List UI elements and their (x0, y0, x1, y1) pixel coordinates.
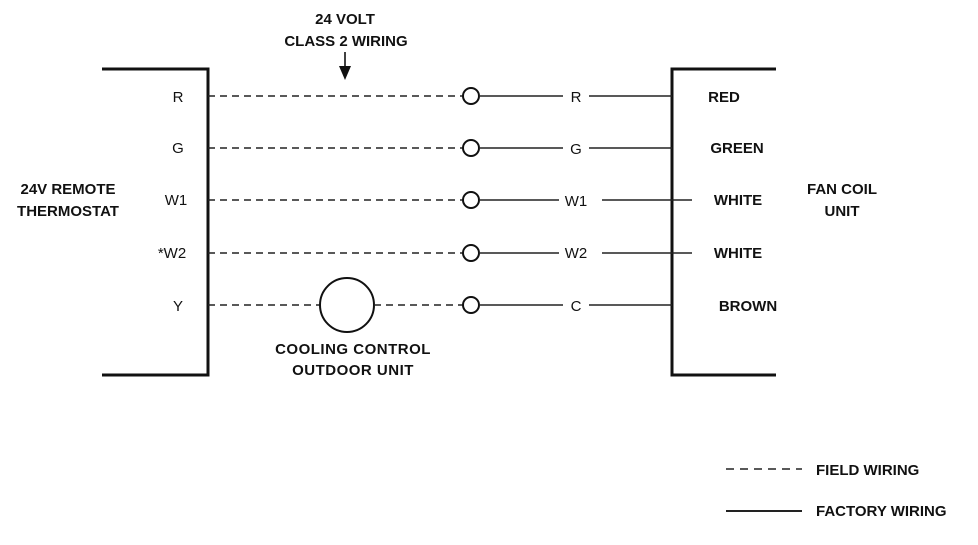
fan-coil-terminal-g: G (570, 141, 582, 158)
thermostat-bracket (102, 67, 210, 377)
thermostat-label-line2: THERMOSTAT (17, 203, 119, 220)
class2-label-line2: CLASS 2 WIRING (284, 33, 407, 50)
fan-coil-terminal-r: R (571, 89, 582, 106)
thermostat-terminal-w2: *W2 (158, 245, 186, 262)
fan-coil-terminal-w2: W2 (565, 245, 588, 262)
terminal-circle-g (462, 139, 480, 157)
thermostat-terminal-g: G (172, 140, 184, 157)
terminal-circle-w2 (462, 244, 480, 262)
fan-coil-label-line1: FAN COIL (807, 181, 877, 198)
terminal-circle-c (462, 296, 480, 314)
thermostat-terminal-y: Y (173, 298, 183, 315)
wire-color-brown: BROWN (719, 298, 777, 315)
fan-coil-label-line2: UNIT (825, 203, 860, 220)
legend-field-wiring: FIELD WIRING (816, 462, 919, 479)
wire-color-white-1: WHITE (714, 192, 762, 209)
wire-color-red: RED (708, 89, 740, 106)
thermostat-terminal-w1: W1 (165, 192, 188, 209)
fan-coil-terminal-c: C (571, 298, 582, 315)
fan-coil-terminal-w1: W1 (565, 193, 588, 210)
cooling-control-circle (319, 277, 375, 333)
legend-factory-wiring: FACTORY WIRING (816, 503, 947, 520)
class2-label-line1: 24 VOLT (315, 11, 375, 28)
terminal-circle-w1 (462, 191, 480, 209)
thermostat-label-line1: 24V REMOTE (20, 181, 115, 198)
legend: FIELD WIRING FACTORY WIRING (726, 462, 947, 520)
wire-color-white-2: WHITE (714, 245, 762, 262)
fan-coil-bracket (670, 67, 776, 377)
cooling-control-label-line1: COOLING CONTROL (275, 341, 431, 358)
cooling-control-label-line2: OUTDOOR UNIT (292, 362, 414, 379)
terminal-circle-r (462, 87, 480, 105)
wire-color-green: GREEN (710, 140, 763, 157)
thermostat-terminal-r: R (173, 89, 184, 106)
down-arrow-icon (339, 52, 351, 80)
